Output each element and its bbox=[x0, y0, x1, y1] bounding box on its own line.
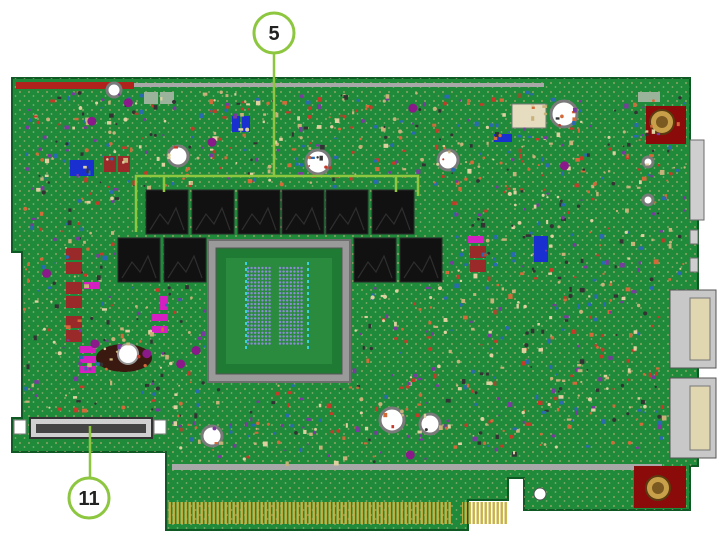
callout-5-label: 5 bbox=[268, 23, 279, 45]
cpu-package bbox=[207, 239, 351, 383]
callout-5: 5 bbox=[252, 11, 296, 55]
memory-chip-icon bbox=[237, 189, 281, 235]
callout-11-label: 11 bbox=[78, 488, 99, 510]
memory-chip-icon bbox=[145, 189, 189, 235]
callout-11: 11 bbox=[67, 476, 111, 520]
memory-chip-icon bbox=[399, 237, 443, 283]
memory-chip-icon bbox=[117, 237, 161, 283]
qsfp-connector-icon bbox=[669, 289, 717, 459]
memory-chip-icon bbox=[191, 189, 235, 235]
memory-chip-icon bbox=[281, 189, 325, 235]
memory-chip-icon bbox=[353, 237, 397, 283]
memory-chip-icon bbox=[163, 237, 207, 283]
memory-chip-icon bbox=[325, 189, 369, 235]
memory-chip-array bbox=[117, 189, 443, 283]
pcie-edge-connector bbox=[168, 502, 508, 524]
memory-chip-icon bbox=[371, 189, 415, 235]
